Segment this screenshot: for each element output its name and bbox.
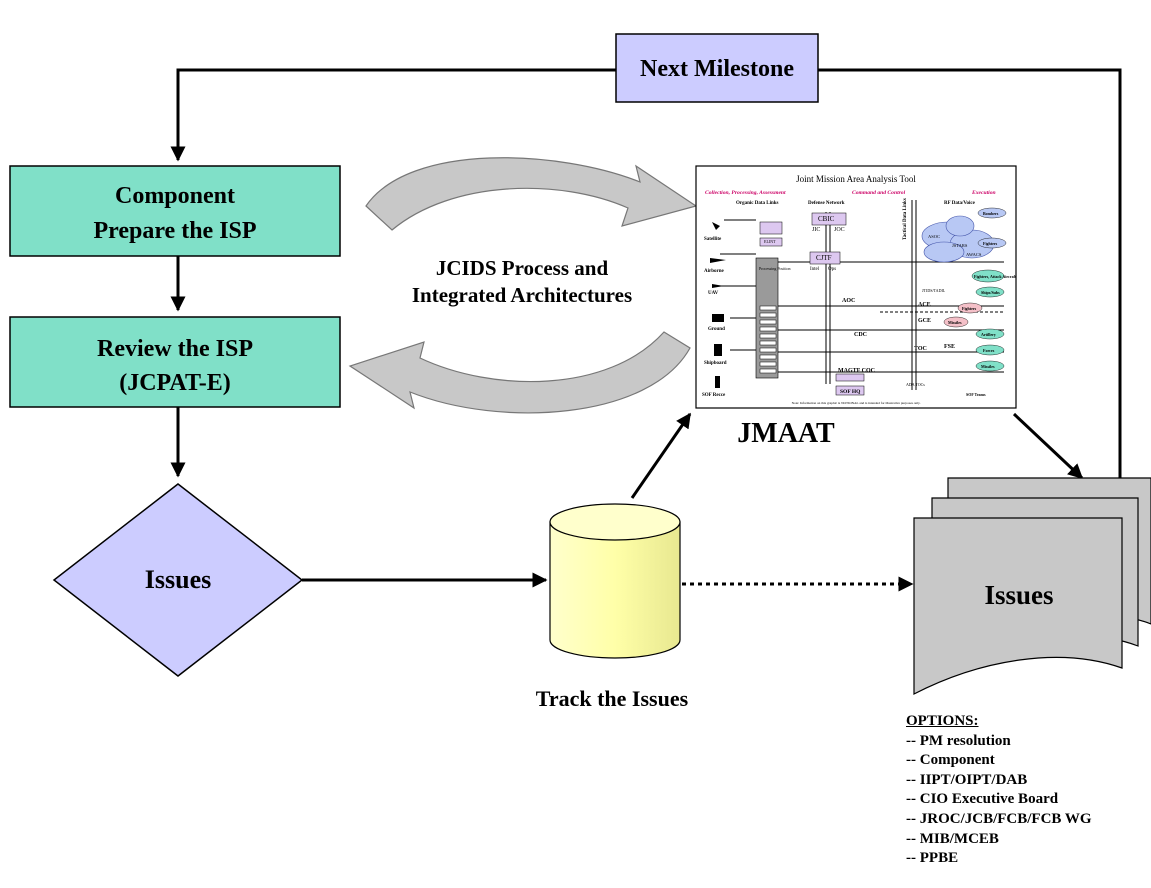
jmaat-sof-hq-label: SOF HQ <box>840 389 861 395</box>
jmaat-cdc-label: CDC <box>854 332 867 338</box>
jmaat-to-issues-stack-arrow <box>1012 412 1084 480</box>
jmaat-artillery-label: Artillery <box>981 332 996 337</box>
jmaat-airborne-label: Airborne <box>704 269 725 274</box>
jmaat-missiles2-label: Missiles <box>981 364 995 369</box>
jmaat-missiles-label: Missiles <box>948 320 962 325</box>
options-header: OPTIONS: <box>906 713 979 729</box>
issues-document-front <box>913 517 1123 695</box>
next-milestone-box[interactable]: Next Milestone <box>615 33 819 103</box>
cycle-arrow-bottom <box>348 331 691 414</box>
track-issues-database-cylinder[interactable] <box>549 503 681 659</box>
jmaat-sof-hq-box <box>835 385 865 396</box>
jmaat-targets <box>943 207 1007 372</box>
jmaat-ships-label: Ships/Subs <box>981 290 1000 295</box>
option-item: -- IIPT/OIPT/DAB <box>906 771 1028 788</box>
jmaat-elint-label: ELINT <box>764 239 776 244</box>
jmaat-header-defense: Defense Network <box>808 201 845 206</box>
jmaat-fse-label: FSE <box>944 344 955 350</box>
jmaat-header-organic: Organic Data Links <box>736 201 779 206</box>
jmaat-toc-label: TOC <box>914 346 927 352</box>
component-prepare-isp-box[interactable]: Component Prepare the ISP <box>9 165 341 257</box>
jmaat-ada-label: ADA TOCs <box>906 382 925 387</box>
jmaat-jic-label: JIC <box>812 227 820 233</box>
jmaat-left-labels: Satellite Airborne UAV Ground Shipboard … <box>702 237 727 398</box>
jmaat-section-c2: Command and Control <box>852 190 906 196</box>
jmaat-uav-label: UAV <box>708 291 719 296</box>
jmaat-section-execution: Execution <box>971 190 996 196</box>
jmaat-right-labels: Bombers Fighters Fighters, Attack Aircra… <box>948 211 1017 397</box>
option-item: -- Component <box>906 752 995 769</box>
options-list: OPTIONS: -- PM resolution -- Component -… <box>906 712 1146 869</box>
option-item: -- MIB/MCEB <box>906 830 999 847</box>
jmaat-cbic-label: CBIC <box>818 215 835 223</box>
option-item: -- PPBE <box>906 850 959 867</box>
issues-diamond-label: Issues <box>145 565 211 594</box>
connectors <box>170 68 1122 592</box>
jmaat-sof-recce-label: SOF Recce <box>702 393 726 398</box>
jmaat-center-labels: AOC CDC MAGTF COC ACE GCE TOC FSE <box>838 298 955 374</box>
jmaat-ops-label: Ops <box>828 267 836 272</box>
jmaat-fighters2-label: Fighters <box>962 306 977 311</box>
jmaat-header-rf: RF Data/Voice <box>944 201 976 206</box>
track-to-jmaat-arrow <box>630 412 692 499</box>
jmaat-aoc-label: AOC <box>842 298 855 304</box>
jmaat-forces-label: Forces <box>983 348 995 353</box>
jmaat-label: JMAAT <box>737 418 835 449</box>
jmaat-bombers-label: Bombers <box>983 211 999 216</box>
issues-stack-to-milestone-line <box>818 68 1122 478</box>
issues-decision-diamond[interactable]: Issues <box>52 483 304 677</box>
jmaat-magtf-label: MAGTF COC <box>838 368 875 374</box>
jmaat-asoc-label: ASOC <box>928 234 940 239</box>
jmaat-magtf-box <box>835 373 865 382</box>
options-items: -- PM resolution -- Component -- IIPT/OI… <box>906 732 1146 869</box>
jmaat-node-boxes <box>759 212 847 265</box>
option-item: -- PM resolution <box>906 732 1011 749</box>
component-label-line2: Prepare the ISP <box>93 218 256 244</box>
component-label-line1: Component <box>115 183 235 209</box>
review-isp-box[interactable]: Review the ISP (JCPAT-E) <box>9 316 341 408</box>
option-item: -- JROC/JCB/FCB/FCB WG <box>906 810 1092 827</box>
jmaat-processing-column <box>755 257 779 379</box>
jmaat-platform-glyphs <box>710 222 726 388</box>
jmaat-jstars-label: JSTARS <box>952 243 968 248</box>
jmaat-cjtf-label: CJTF <box>816 254 832 262</box>
jmaat-attack-aircraft-label: Fighters, Attack Aircraft <box>974 274 1017 279</box>
jmaat-section-collection: Collection, Processing, Assessment <box>705 190 786 196</box>
jmaat-header-tdl: Tactical Data Links <box>903 198 908 240</box>
issues-document-stack[interactable] <box>913 477 1151 695</box>
issues-docs-label: Issues <box>984 580 1053 610</box>
jmaat-shipboard-label: Shipboard <box>704 361 727 366</box>
jmaat-note: Note: Information on this graphic is NOT… <box>792 401 921 405</box>
jmaat-tadil-label: JTIDS/TADIL <box>922 288 946 293</box>
option-item: -- CIO Executive Board <box>906 791 1059 808</box>
jcids-label-line1: JCIDS Process and <box>436 256 609 280</box>
jmaat-processing-label: Processing Position <box>759 266 790 271</box>
jmaat-ace-label: ACE <box>918 302 931 308</box>
jmaat-joc-label: JOC <box>834 227 845 233</box>
jmaat-gce-label: GCE <box>918 318 931 324</box>
review-label-line1: Review the ISP <box>97 336 253 362</box>
jmaat-tool-panel[interactable]: Joint Mission Area Analysis Tool Collect… <box>695 165 1017 409</box>
jmaat-satellite-label: Satellite <box>704 237 722 242</box>
track-issues-label: Track the Issues <box>536 686 689 711</box>
next-milestone-label: Next Milestone <box>640 56 794 82</box>
jcids-label-line2: Integrated Architectures <box>412 283 632 307</box>
milestone-to-component-arrow <box>170 68 616 162</box>
review-label-line2: (JCPAT-E) <box>119 370 231 396</box>
jmaat-intel-label: Intel <box>810 267 820 272</box>
jmaat-fighters-label: Fighters <box>983 241 998 246</box>
jmaat-airborne-cloud <box>921 215 995 263</box>
jmaat-sof-teams-label: SOF Teams <box>966 392 986 397</box>
jmaat-awacs-label: AWACS <box>966 252 982 257</box>
cycle-arrow-top <box>365 157 698 231</box>
jmaat-tool-title: Joint Mission Area Analysis Tool <box>796 174 916 184</box>
jmaat-ground-label: Ground <box>708 327 725 332</box>
jmaat-processing-cells <box>759 305 777 374</box>
